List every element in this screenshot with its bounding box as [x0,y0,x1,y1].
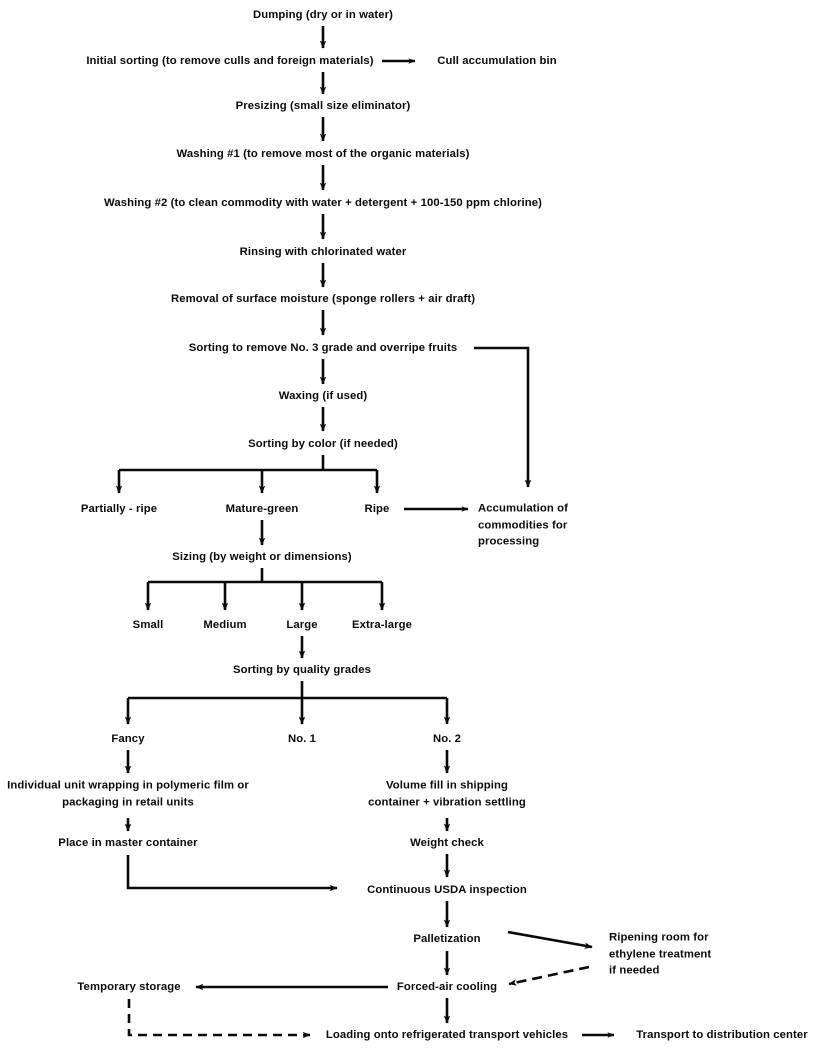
node-palletization: Palletization [413,932,481,945]
connector-master-container-to-usda [126,855,338,892]
node-grade-no1: No. 1 [287,732,317,745]
connector-ripening-room-to-forced-air-cooling [508,965,590,986]
node-rinsing: Rinsing with chlorinated water [239,245,407,258]
node-moisture-removal: Removal of surface moisture (sponge roll… [170,292,476,305]
node-washing-2: Washing #2 (to clean commodity with wate… [104,196,542,209]
node-size-small: Small [132,618,164,631]
node-sorting-no3: Sorting to remove No. 3 grade and overri… [188,341,458,354]
node-dumping: Dumping (dry or in water) [253,8,393,21]
node-sorting-by-color: Sorting by color (if needed) [248,437,398,450]
node-transport: Transport to distribution center [636,1028,808,1041]
node-size-large: Large [286,618,318,631]
connector-sorting-color-split [119,455,377,493]
connector-sorting-quality-split [128,681,447,724]
node-temporary-storage: Temporary storage [77,980,181,993]
node-grade-no2: No. 2 [432,732,462,745]
node-grade-fancy: Fancy [111,732,145,745]
node-initial-sorting: Initial sorting (to remove culls and for… [86,54,374,67]
node-unit-wrapping: Individual unit wrapping in polymeric fi… [7,779,249,809]
node-partially-ripe: Partially - ripe [80,502,158,515]
node-cull-accumulation-bin: Cull accumulation bin [437,54,557,67]
connector-palletization-to-ripening-room [507,930,593,949]
node-sizing: Sizing (by weight or dimensions) [172,550,352,563]
node-forced-air-cooling: Forced-air cooling [396,980,498,993]
node-ripening-room: Ripening room for ethylene treatment if … [609,931,712,977]
node-usda-inspection: Continuous USDA inspection [367,883,527,896]
connector-sizing-split [148,568,382,610]
node-size-medium: Medium [203,618,247,631]
node-sorting-by-quality-grades: Sorting by quality grades [232,663,372,676]
node-master-container: Place in master container [58,836,198,849]
node-accumulation-of-commodities: Accumulation of commodities for processi… [478,502,568,548]
node-washing-1: Washing #1 (to remove most of the organi… [176,147,470,160]
connector-temporary-storage-to-loading [127,999,311,1039]
node-weight-check: Weight check [410,836,484,849]
node-ripe: Ripe [364,502,390,515]
node-presizing: Presizing (small size eliminator) [235,99,411,112]
node-volume-fill: Volume fill in shipping container + vibr… [368,779,526,809]
node-loading: Loading onto refrigerated transport vehi… [325,1028,569,1041]
node-waxing: Waxing (if used) [278,389,368,402]
node-mature-green: Mature-green [225,502,299,515]
connector-sorting-no3-to-accumulation [474,346,532,488]
node-size-extra-large: Extra-large [351,618,413,631]
